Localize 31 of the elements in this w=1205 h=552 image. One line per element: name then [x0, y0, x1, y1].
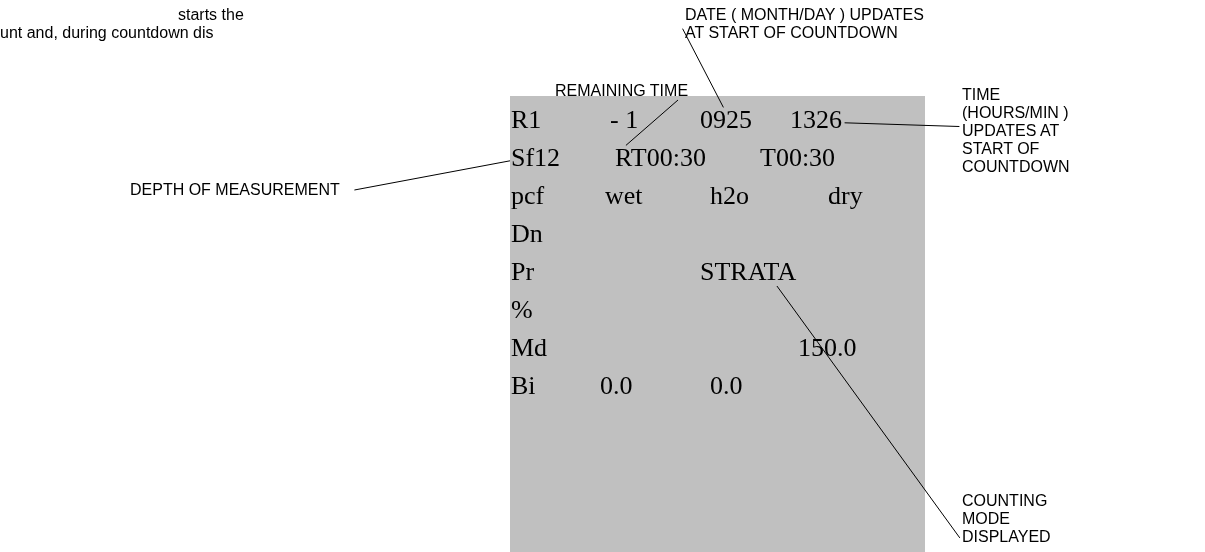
callout-label: DATE ( MONTH/DAY ) UPDATES AT START OF COUNTDOWN — [685, 6, 925, 42]
leader-line — [844, 122, 960, 127]
leader-line — [353, 160, 511, 191]
display-readout: T00:30 — [760, 144, 836, 172]
display-readout: wet — [605, 182, 643, 210]
callout-label: COUNTING MODE DISPLAYED — [962, 492, 1072, 546]
display-readout: % — [511, 296, 533, 324]
display-readout: Pr — [511, 258, 535, 286]
display-readout: pcf — [511, 182, 545, 210]
display-readout: h2o — [710, 182, 749, 210]
display-readout: Md — [511, 334, 548, 362]
display-readout: STRATA — [700, 258, 797, 286]
display-readout: Dn — [511, 220, 543, 248]
display-readout: 0.0 — [710, 372, 743, 400]
callout-label: REMAINING TIME — [555, 82, 705, 100]
note-text: unt and, during countdown dis — [0, 24, 214, 42]
callout-label: DEPTH OF MEASUREMENT — [130, 181, 350, 199]
display-readout: Bi — [511, 372, 536, 400]
display-readout: 1326 — [790, 106, 842, 134]
display-screen — [510, 96, 925, 552]
leader-line — [776, 285, 961, 539]
display-readout: dry — [828, 182, 863, 210]
display-readout: 0925 — [700, 106, 752, 134]
display-readout: 0.0 — [600, 372, 633, 400]
callout-label: TIME (HOURS/MIN ) UPDATES AT START OF COUNTDOWN — [962, 86, 1092, 176]
display-readout: - 1 — [610, 106, 639, 134]
leader-line — [625, 99, 679, 146]
display-readout: RT00:30 — [615, 144, 706, 172]
display-readout: R1 — [511, 106, 542, 134]
display-readout: Sf12 — [511, 144, 561, 172]
note-text: starts the — [178, 6, 244, 24]
